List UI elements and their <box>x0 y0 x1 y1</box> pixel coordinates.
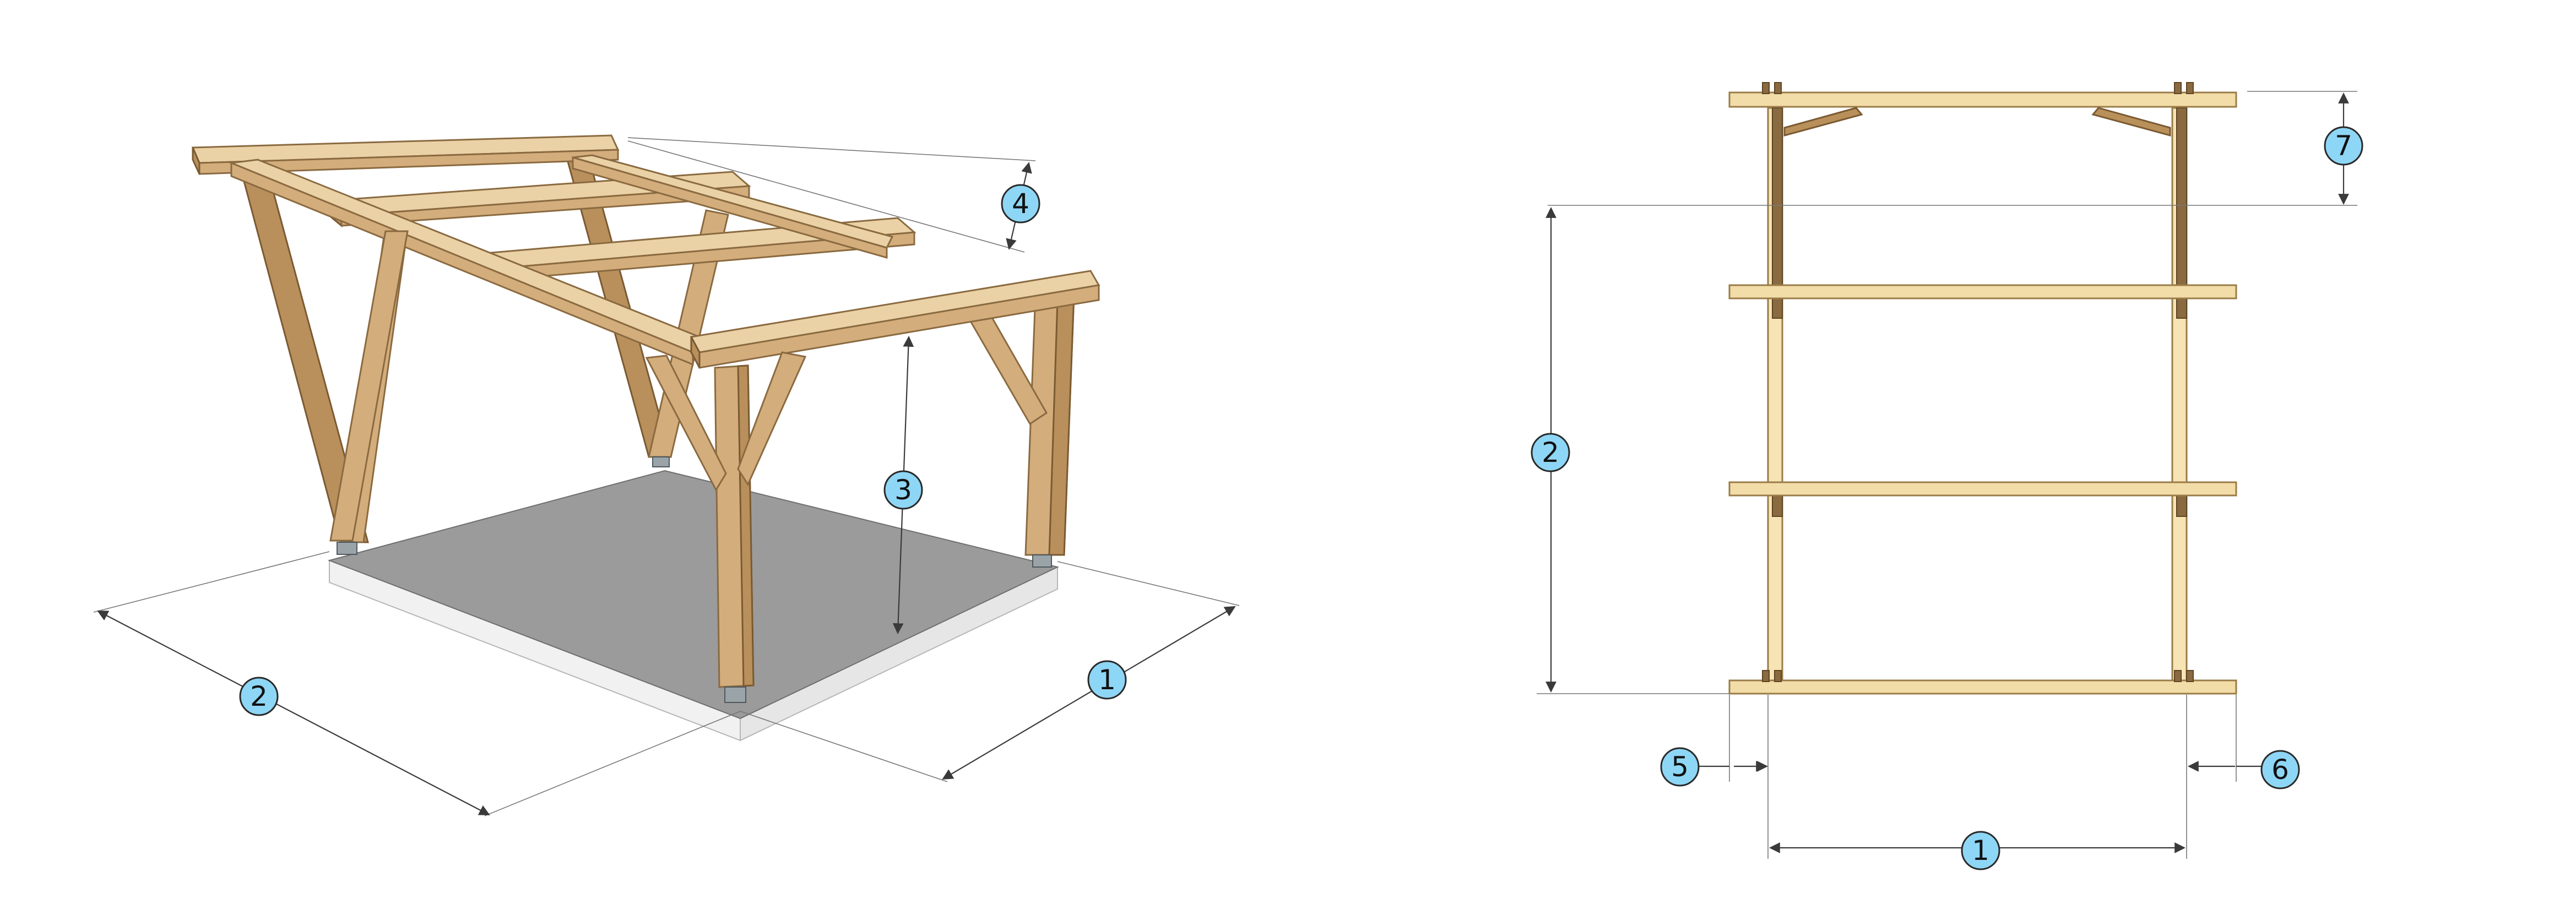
elevation-dimension-lines <box>1537 91 2357 859</box>
elevation-planks <box>1728 284 2237 695</box>
callout-badge-persp-2: 2 <box>239 677 279 716</box>
callout-badges: 2 1 3 4 2 7 5 6 <box>239 126 2363 870</box>
callout-badge-elev-2: 2 <box>1531 433 1570 472</box>
callout-badge-persp-1: 1 <box>1087 660 1127 700</box>
svg-text:3: 3 <box>894 474 912 506</box>
perspective-view <box>93 134 1240 816</box>
elevation-top-plank <box>1728 82 2237 137</box>
front-posts <box>329 230 807 703</box>
top-beam-front <box>690 270 1100 369</box>
callout-badge-elev-7: 7 <box>2324 126 2363 166</box>
callout-badge-elev-6: 6 <box>2260 750 2300 789</box>
concrete-slab <box>327 470 1059 742</box>
top-beam-left <box>191 134 620 175</box>
svg-text:5: 5 <box>1671 751 1689 783</box>
callout-badge-persp-4: 4 <box>1001 184 1040 224</box>
svg-text:1: 1 <box>1972 835 1989 867</box>
svg-text:2: 2 <box>250 680 268 712</box>
svg-text:1: 1 <box>1098 664 1116 696</box>
callout-badge-elev-1: 1 <box>1961 831 2000 870</box>
svg-text:6: 6 <box>2271 754 2289 786</box>
svg-text:4: 4 <box>1012 188 1029 220</box>
svg-text:7: 7 <box>2335 130 2352 162</box>
callout-badge-elev-5: 5 <box>1660 747 1700 787</box>
callout-badge-persp-3: 3 <box>883 470 923 510</box>
svg-text:2: 2 <box>1542 437 1559 468</box>
front-elevation-view <box>1537 82 2357 859</box>
side-beam-right <box>572 154 894 259</box>
elevation-posts <box>1767 107 2188 688</box>
